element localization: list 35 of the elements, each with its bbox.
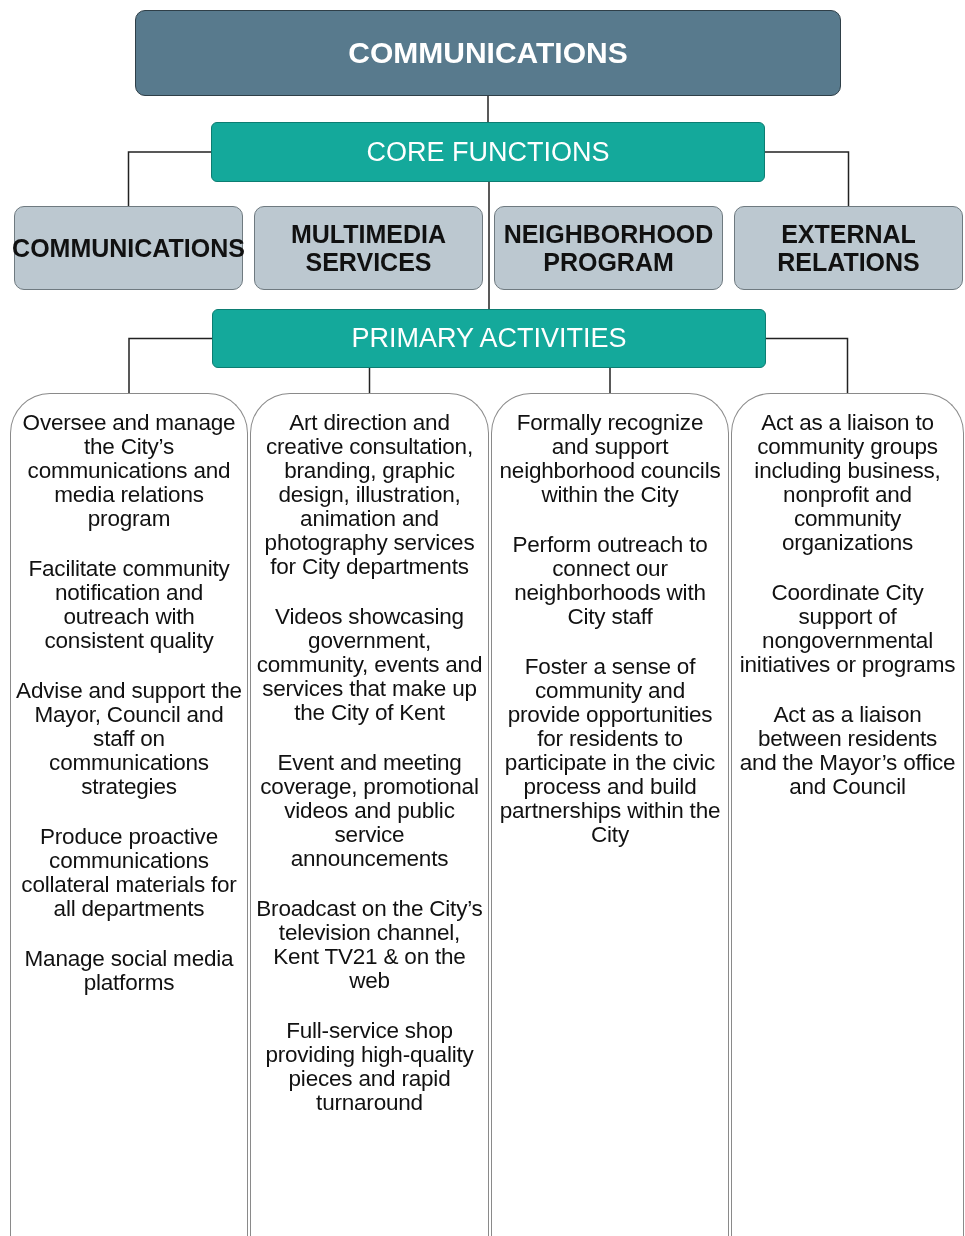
connector-line [487,95,489,123]
connector-line [127,151,212,207]
connector-line [764,151,850,207]
section-band: PRIMARY ACTIVITIES [212,309,766,368]
activity-text: Act as a liaison between residents and the Mayor’s office and Council [738,703,957,799]
function-box: NEIGHBORHOOD PROGRAM [494,206,723,290]
activity-text: Videos showcasing government, community, events and services that make up the City of Kent [256,605,483,725]
function-box: EXTERNAL RELATIONS [734,206,963,290]
activity-text: Full-service shop providing high-quality pieces and rapid turnaround [264,1019,475,1115]
activity-text: Perform outreach to connect our neighborhoods with City staff [511,533,709,629]
activity-text: Foster a sense of community and provide opportunities for residents to participate in the civic process and build partnerships within the City [498,655,722,847]
activity-text: Oversee and manage the City’s communications and media relations program [21,411,237,531]
connector-line [368,367,371,394]
activity-text: Art direction and creative consultation, branding, graphic design, illustration, animation and photography services for City departments [263,411,476,579]
activity-column [491,393,729,1236]
activity-column [10,393,248,1236]
title-box: COMMUNICATIONS [135,10,841,96]
activity-text: Event and meeting coverage, promotional videos and public service announcements [259,751,480,871]
activity-column [731,393,964,1236]
function-box: COMMUNICATIONS [14,206,243,290]
activity-text: Advise and support the Mayor, Council and staff on communications strategies [16,679,242,799]
section-band: CORE FUNCTIONS [211,122,765,182]
function-box: MULTIMEDIA SERVICES [254,206,483,290]
activity-text: Manage social media platforms [23,947,235,995]
connector-line [609,367,611,394]
activity-text: Coordinate City support of nongovernmental initiatives or programs [738,581,957,677]
activity-column [250,393,489,1236]
activity-text: Facilitate community notification and outreach with consistent quality [27,557,231,653]
activity-text: Broadcast on the City’s television channel, Kent TV21 & on the web [256,897,483,993]
activity-text: Produce proactive communications collateral materials for all departments [20,825,238,921]
activity-text: Act as a liaison to community groups including business, nonprofit and community organizations [753,411,942,555]
connector-line [488,181,490,310]
activity-text: Formally recognize and support neighborhood councils within the City [498,411,722,507]
connector-line [128,337,213,394]
connector-line [765,337,849,394]
